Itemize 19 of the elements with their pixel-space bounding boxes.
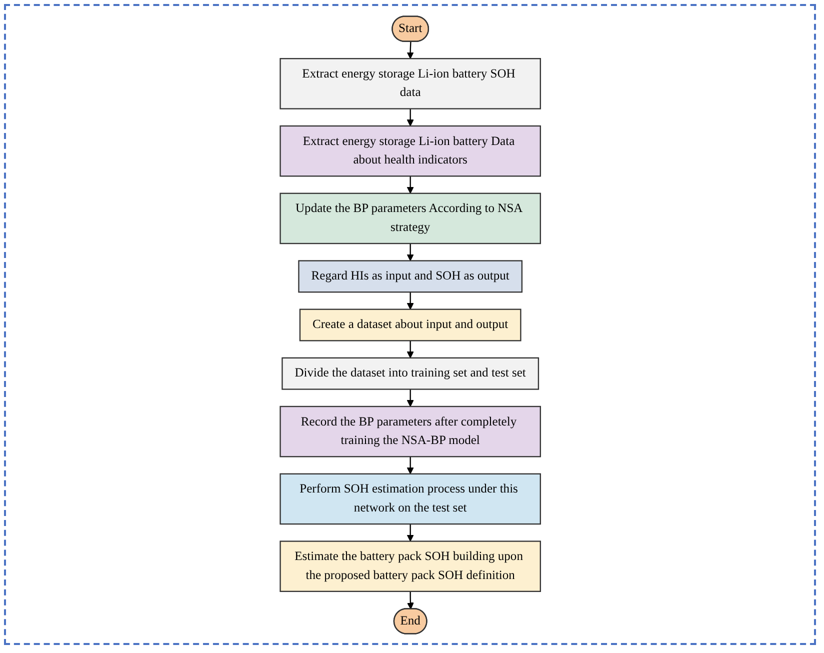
node-box: Extract energy storage Li-ion battery Data about health indicators [279, 124, 541, 176]
arrow [406, 340, 414, 358]
node-box: Extract energy storage Li-ion battery SOH data [279, 58, 541, 109]
arrow [406, 41, 414, 58]
arrow [406, 388, 414, 406]
arrow [406, 108, 414, 126]
node-box: Regard HIs as input and SOH as output [298, 260, 522, 292]
arrow [406, 456, 414, 474]
node-box: Record the BP parameters after completely training the NSA-BP model [279, 405, 541, 457]
node-box: Update the BP parameters According to NSA strategy [279, 192, 541, 244]
node-box: Perform SOH estimation process under this network on the test set [279, 472, 541, 524]
node-box: Divide the dataset into training set and test set [281, 356, 539, 390]
arrow [406, 292, 414, 310]
arrow [406, 176, 414, 194]
node-box: Estimate the battery pack SOH building upon the proposed battery pack SOH definition [279, 540, 541, 592]
arrow [406, 590, 414, 609]
arrow [406, 524, 414, 542]
arrow [406, 243, 414, 261]
node-box: Create a dataset about input and output [299, 308, 521, 341]
